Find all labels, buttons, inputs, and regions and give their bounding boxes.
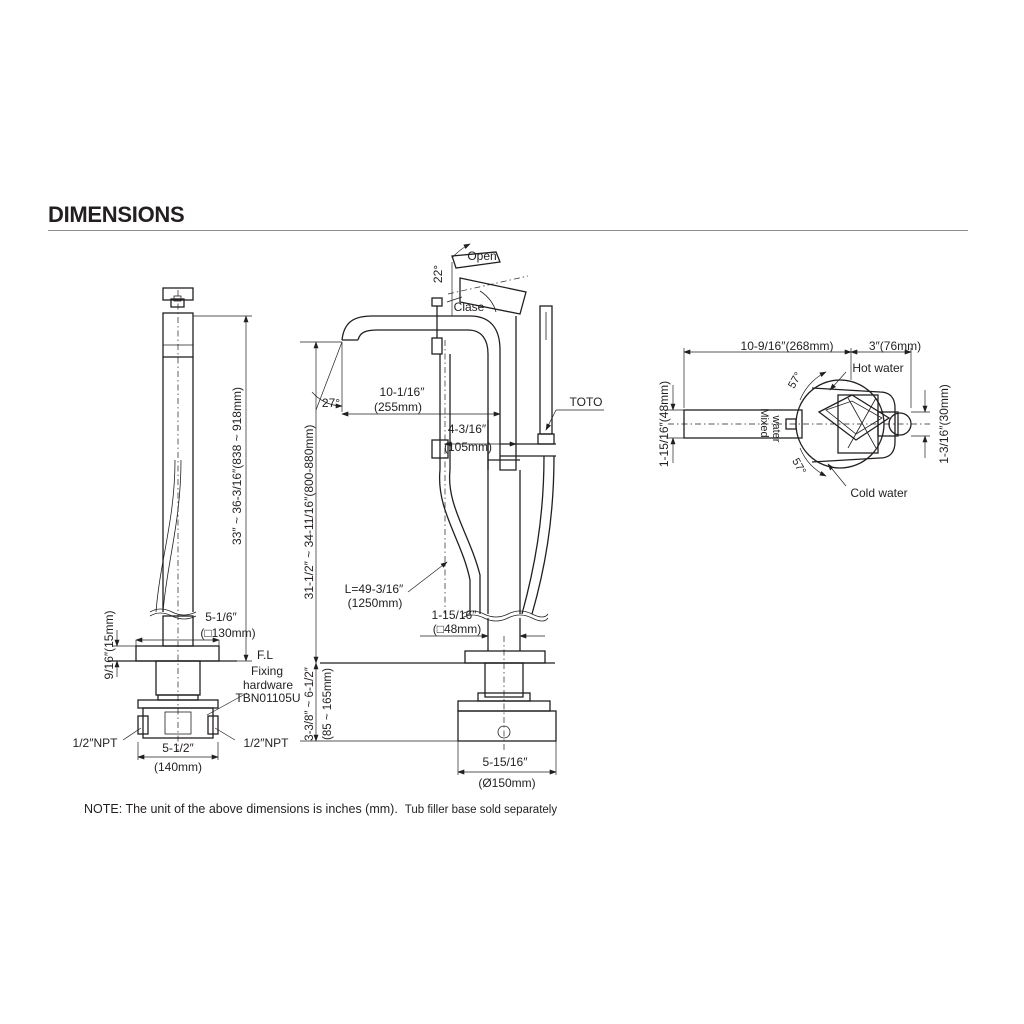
side-fixing-line2-label: hardware xyxy=(243,678,293,692)
top-angle-lower-label: 57° xyxy=(789,456,808,476)
side-flange-thickness-label: 9/16″(15mm) xyxy=(102,611,116,680)
front-column-width-label: 1-15/16″ xyxy=(432,608,478,622)
top-view-dimensions xyxy=(666,348,930,487)
front-dimensions xyxy=(300,341,604,775)
footnote-units: NOTE: The unit of the above dimensions i… xyxy=(84,802,398,816)
top-handle-width-label: 1-3/16″(30mm) xyxy=(937,384,951,464)
front-spout xyxy=(341,297,517,471)
top-mixed-line2-label: water xyxy=(770,415,782,443)
front-main-column xyxy=(320,459,557,750)
top-view-body xyxy=(668,379,930,469)
heading-rule xyxy=(48,230,968,231)
top-body-width-label: 1-15/16″(48mm) xyxy=(657,381,671,467)
front-hose-length-mm-label: (1250mm) xyxy=(348,596,403,610)
side-flange-width-mm-label: (□130mm) xyxy=(200,626,255,640)
side-base-width-label: 5-1/2″ xyxy=(162,741,194,755)
top-view: 10-9/16″(268mm) 3″(76mm) Hot water Cold … xyxy=(657,339,951,500)
front-brand-label: TOTO xyxy=(570,395,603,409)
front-lever-angle-label: 22° xyxy=(431,265,445,283)
side-view-column xyxy=(108,287,237,752)
side-view-dimensions xyxy=(112,315,252,760)
front-spout-height-label: 31-1/2″ ~ 34-11/16″(800-880mm) xyxy=(302,425,316,600)
side-overall-height-label: 33″ ~ 36-3/16″(838 ~ 918mm) xyxy=(230,387,244,545)
footnote-base: Tub filler base sold separately xyxy=(404,804,558,816)
front-view: Open Clase 22° 27° 10-1/16″ (255mm) TOTO… xyxy=(300,243,604,790)
footnote: NOTE: The unit of the above dimensions i… xyxy=(84,802,557,816)
side-fixing-model-label: TBN01105U xyxy=(235,691,300,705)
side-floor-line-label: F.L xyxy=(257,648,273,662)
front-spout-reach-label: 10-1/16″ xyxy=(380,385,426,399)
top-hot-water-label: Hot water xyxy=(852,361,903,375)
front-column-width-mm-label: (□48mm) xyxy=(433,622,482,636)
side-npt-right-label: 1/2″NPT xyxy=(244,736,290,750)
front-base-diameter-label: 5-15/16″ xyxy=(483,755,529,769)
front-lever xyxy=(446,243,529,316)
side-view: 33″ ~ 36-3/16″(838 ~ 918mm) 5-1/6″ (□130… xyxy=(73,287,301,774)
front-spout-angle-label: 27° xyxy=(322,396,340,410)
front-mixer-column xyxy=(431,340,489,614)
front-handshower xyxy=(500,305,556,615)
front-spout-reach-mm-label: (255mm) xyxy=(374,400,422,414)
top-mixed-line1-label: Mixed xyxy=(758,408,770,437)
side-fixing-line1-label: Fixing xyxy=(251,664,283,678)
top-angle-upper-label: 57° xyxy=(786,370,805,390)
side-flange-width-label: 5-1/6″ xyxy=(205,610,237,624)
top-handle-length-label: 3″(76mm) xyxy=(869,339,921,353)
front-base-diameter-mm-label: (Ø150mm) xyxy=(478,776,535,790)
front-handshower-offset-mm-label: (105mm) xyxy=(444,440,492,454)
top-cold-water-label: Cold water xyxy=(850,486,907,500)
dimensions-heading: DIMENSIONS xyxy=(48,202,185,227)
top-total-length-label: 10-9/16″(268mm) xyxy=(741,339,834,353)
front-hose-length-label: L=49-3/16″ xyxy=(345,582,404,596)
front-open-label: Open xyxy=(467,249,496,263)
side-npt-left-label: 1/2″NPT xyxy=(73,736,119,750)
side-base-width-mm-label: (140mm) xyxy=(154,760,202,774)
front-close-label: Clase xyxy=(454,300,485,314)
front-rough-depth-mm-label: (85 ~ 165mm) xyxy=(322,668,334,740)
front-rough-depth-label: 3-3/8″ ~ 6-1/2″ xyxy=(304,667,316,741)
front-handshower-offset-label: 4-3/16″ xyxy=(448,422,487,436)
